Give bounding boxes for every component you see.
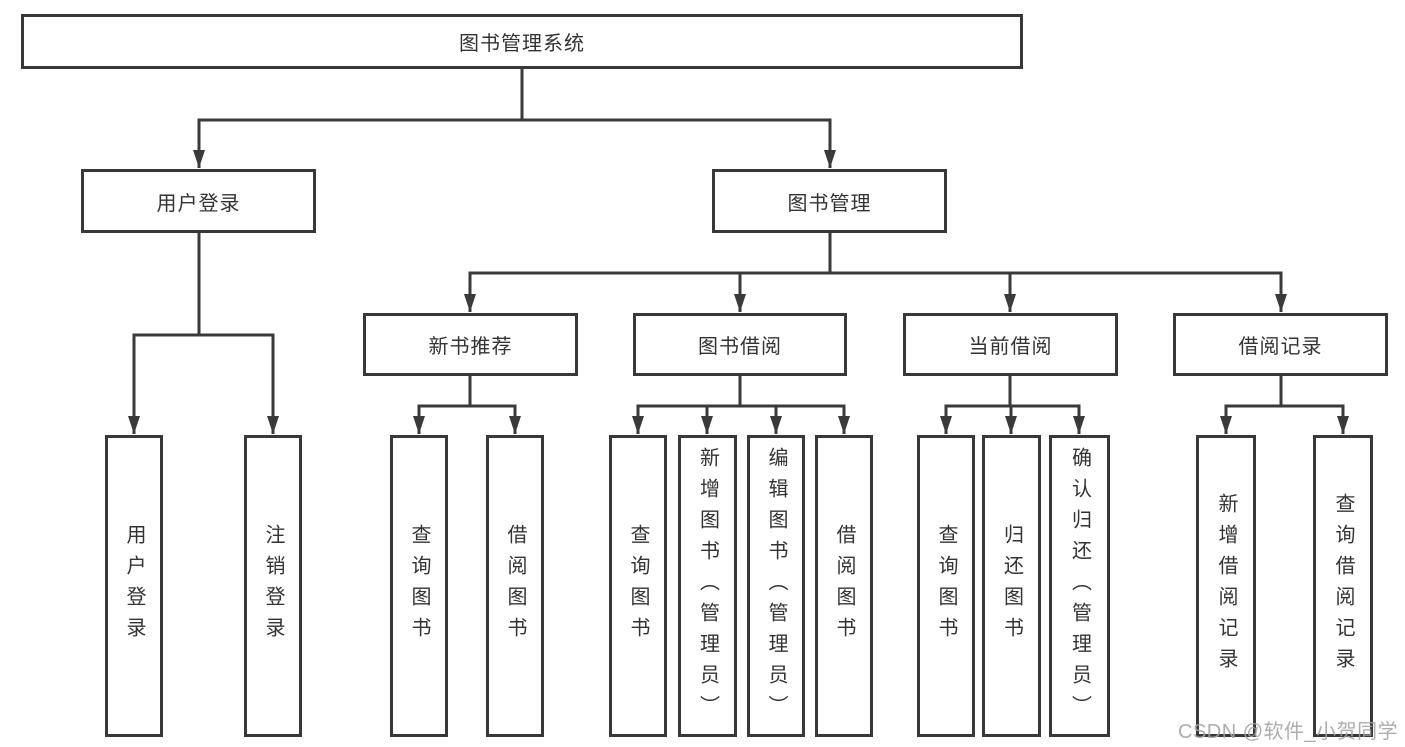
node-root-label: 图书管理系统 xyxy=(459,33,585,55)
leaf-user-login: 用户登录 xyxy=(105,435,163,737)
node-current-borrow: 当前借阅 xyxy=(903,313,1118,376)
node-user-login-label: 用户登录 xyxy=(156,192,241,215)
node-root-title: 图书管理系统 xyxy=(21,14,1023,69)
node-borrow-records-label: 借阅记录 xyxy=(1238,336,1323,358)
node-book-management: 图书管理 xyxy=(712,169,947,233)
node-new-book-recommend: 新书推荐 xyxy=(363,313,578,376)
leaf-confirm-return-admin: 确认归还（管理员） xyxy=(1049,435,1110,737)
watermark: CSDN @软件_小贺同学 xyxy=(1178,721,1399,743)
node-current-borrow-label: 当前借阅 xyxy=(968,336,1053,358)
leaf-add-books-admin: 新增图书（管理员） xyxy=(678,435,737,737)
leaf-return-books: 归还图书 xyxy=(982,435,1041,737)
leaf-search-borrow-record: 查询借阅记录 xyxy=(1313,435,1373,737)
node-book-borrow: 图书借阅 xyxy=(633,313,847,376)
node-book-borrow-label: 图书借阅 xyxy=(698,336,782,358)
leaf-borrow-books-recommend: 借阅图书 xyxy=(486,435,544,737)
leaf-search-books-current: 查询图书 xyxy=(917,435,975,737)
node-user-login: 用户登录 xyxy=(81,169,316,233)
leaf-search-books-recommend: 查询图书 xyxy=(390,435,448,737)
leaf-logout-login: 注销登录 xyxy=(244,435,302,737)
node-borrow-records: 借阅记录 xyxy=(1173,313,1388,376)
leaf-add-borrow-record: 新增借阅记录 xyxy=(1196,435,1256,737)
leaf-edit-books-admin: 编辑图书（管理员） xyxy=(747,435,805,737)
leaf-search-books-borrow: 查询图书 xyxy=(609,435,667,737)
node-new-book-recommend-label: 新书推荐 xyxy=(428,336,513,358)
leaf-borrow-books: 借阅图书 xyxy=(815,435,873,737)
node-book-management-label: 图书管理 xyxy=(787,192,872,215)
